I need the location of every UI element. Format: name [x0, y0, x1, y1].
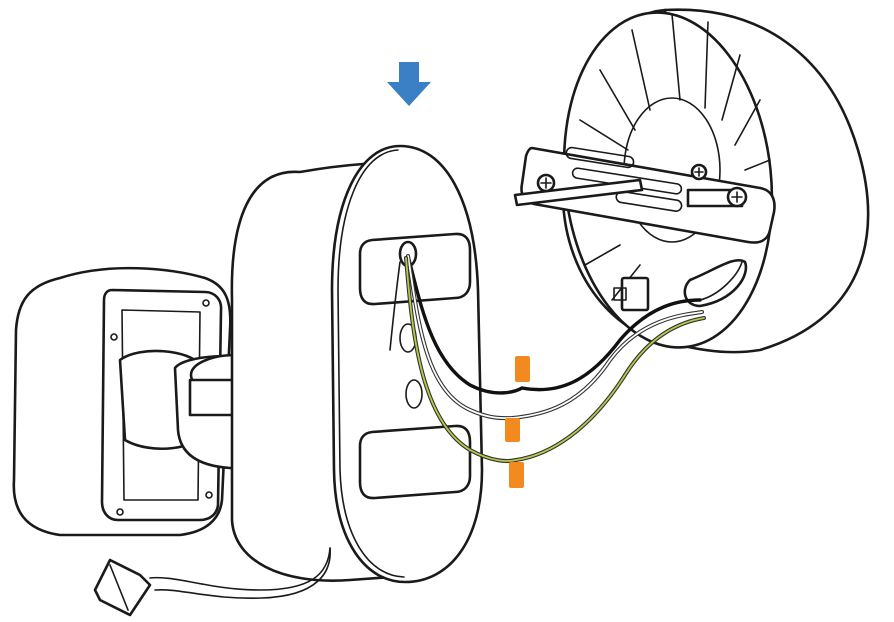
- mounting-bracket: [513, 146, 776, 244]
- wiring: [389, 254, 706, 463]
- phillips-screw-icon: [726, 186, 748, 208]
- phillips-screw-icon: [690, 163, 708, 181]
- ground-terminal: [613, 276, 650, 312]
- mounting-plate: [230, 144, 484, 584]
- arrow-down-icon: [387, 62, 431, 106]
- wire-nut: [515, 356, 530, 382]
- wire-nut: [509, 462, 524, 488]
- power-connector: [93, 547, 331, 617]
- phillips-screw-icon: [536, 173, 556, 193]
- wire-nut: [505, 418, 520, 442]
- wire-nuts: [505, 356, 530, 488]
